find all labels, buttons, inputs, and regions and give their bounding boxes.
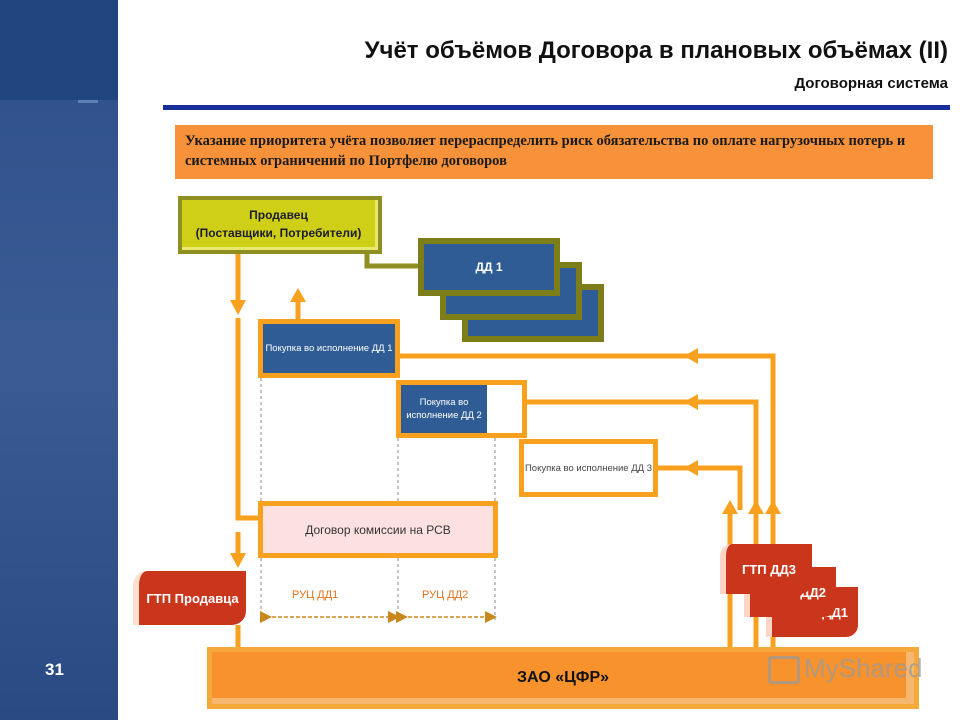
slide-subtitle: Договорная система (794, 75, 948, 92)
page-number: 31 (45, 660, 64, 679)
purchase-dd2-label: Покупка во исполнение ДД 2 (401, 385, 487, 433)
seller-box: Продавец (Поставщики, Потребители) (178, 196, 382, 254)
note-banner: Указание приоритета учёта позволяет пере… (175, 125, 933, 179)
watermark-icon (768, 656, 800, 685)
gtp-dd3-box: ГТП ДД3 (720, 544, 812, 594)
purchase-dd3-box: Покупка во исполнение ДД 3 (519, 439, 658, 497)
cfr-box: ЗАО «ЦФР» (207, 647, 919, 709)
purchase-dd1-box: Покупка во исполнение ДД 1 (258, 319, 400, 378)
watermark: MyShared (768, 653, 923, 685)
watermark-text: MyShared (804, 653, 923, 683)
seller-dd-link (364, 254, 420, 269)
ruc-dd2-label: РУЦ ДД2 (422, 589, 469, 601)
slide-title: Учёт объёмов Договора в плановых объёмах… (364, 37, 948, 64)
sidebar-top-block (0, 0, 118, 100)
seller-line1: Продавец (249, 207, 308, 222)
seller-line2: (Поставщики, Потребители) (195, 225, 362, 240)
purchase-dd2-box: Покупка во исполнение ДД 2 (396, 380, 527, 438)
ruc-dd1-label: РУЦ ДД1 (292, 589, 339, 601)
dd-box-label: ДД 1 (475, 260, 503, 274)
commission-box: Договор комиссии на РСВ (258, 501, 498, 558)
dd-box-front: ДД 1 (418, 238, 560, 296)
purchase-dd1-label: Покупка во исполнение ДД 1 (265, 343, 393, 354)
title-rule (163, 105, 950, 110)
cfr-label: ЗАО «ЦФР» (516, 669, 610, 686)
purchase-dd3-label: Покупка во исполнение ДД 3 (524, 462, 653, 474)
sidebar-band: 31 (0, 0, 118, 720)
gtp-seller-box: ГТП Продавца (133, 571, 246, 625)
sidebar-accent (78, 100, 98, 103)
